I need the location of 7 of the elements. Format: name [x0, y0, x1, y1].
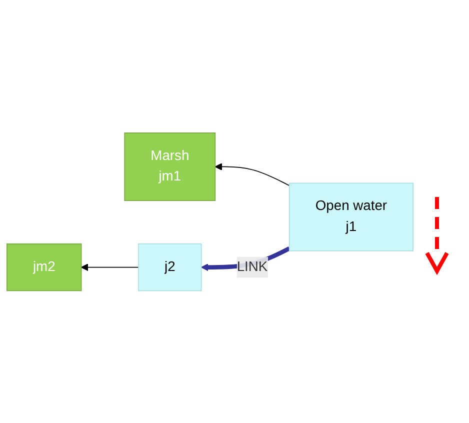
node-box: Open water j1 [288, 182, 414, 251]
node-box: jm2 [6, 243, 82, 291]
node-box: j2 [138, 243, 202, 291]
node-box: Marsh jm1 [124, 132, 216, 201]
edge-label: LINK [236, 259, 268, 274]
arrow [80, 263, 139, 271]
arrow [214, 162, 290, 186]
